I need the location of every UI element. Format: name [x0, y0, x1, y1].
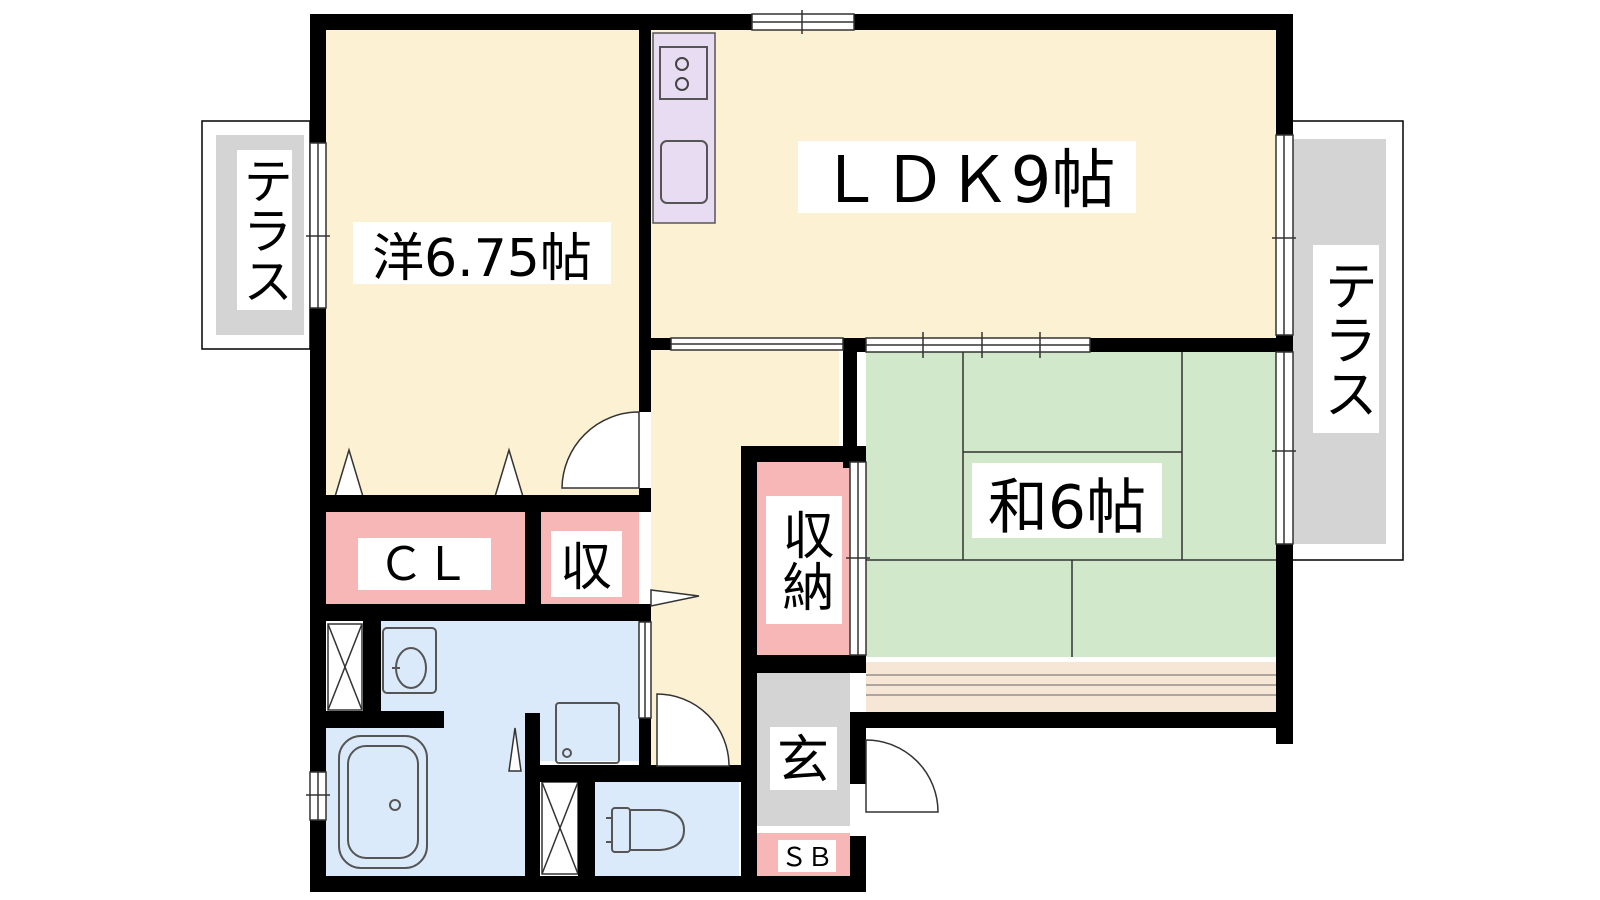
label-backgrounds [353, 141, 1162, 872]
western-room-label: 洋6.75帖 [372, 229, 592, 289]
storage-shelf-toilet [541, 781, 579, 875]
stove-burner-icon [675, 77, 689, 91]
engawa-floor [866, 662, 1276, 712]
terrace-left-label: テラス [235, 155, 293, 305]
toilet-icon [606, 807, 686, 853]
ldk-label: ＬＤＫ9帖 [819, 144, 1116, 218]
tatami-mats [866, 352, 1276, 657]
storage-tall-label: 収納 [773, 508, 833, 612]
kitchen-sink-icon [660, 140, 708, 204]
storage-shelf-left [327, 623, 363, 711]
closet-label: ＣＬ [378, 537, 470, 591]
shoe-box-label: ＳＢ [781, 843, 833, 873]
storage-small-label: 収 [560, 538, 612, 598]
japanese-room-label: 和6帖 [988, 473, 1146, 543]
terrace-right-label: テラス [1315, 258, 1378, 420]
washbasin-icon [382, 627, 437, 694]
door-swings [508, 411, 939, 813]
toilet-floor [595, 782, 739, 876]
stove-burner-icon [675, 57, 689, 71]
washing-machine-space [555, 702, 620, 764]
terrace-right [1291, 120, 1404, 561]
windows [306, 10, 1296, 821]
entrance-label: 玄 [777, 731, 829, 791]
kitchen-counter [652, 32, 716, 224]
engawa-lines [866, 674, 1276, 696]
terrace-left [201, 120, 311, 350]
bathtub-icon [338, 735, 428, 869]
